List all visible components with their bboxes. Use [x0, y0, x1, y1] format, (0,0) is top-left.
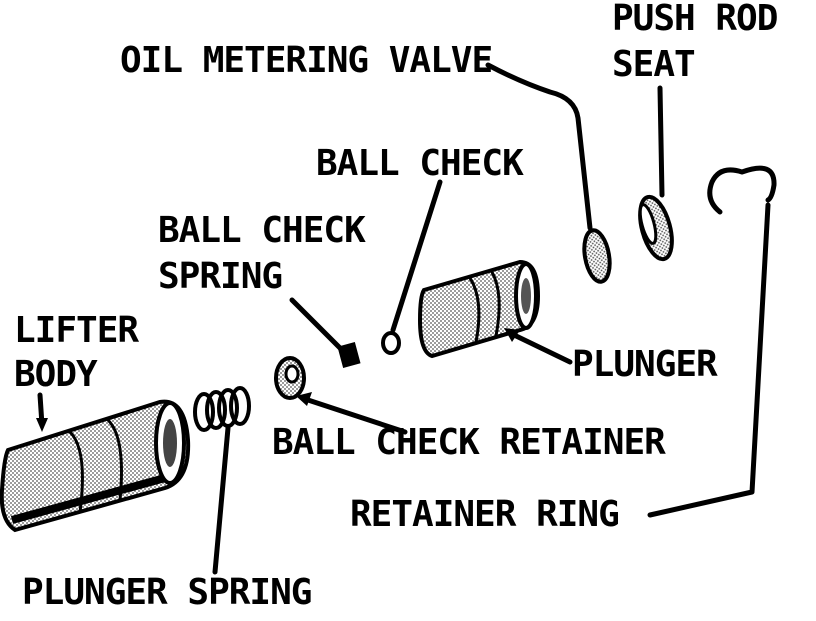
ball-check-part — [381, 331, 401, 355]
ball-check-retainer-part — [274, 356, 306, 400]
ball-check-spring-leader — [289, 297, 343, 351]
label-ball-check-retainer: BALL CHECK RETAINER — [272, 422, 666, 463]
label-body: BODY — [14, 354, 98, 395]
plunger-arrowhead — [504, 328, 520, 342]
oil-metering-valve-leader — [485, 62, 593, 231]
label-plunger: PLUNGER — [572, 344, 718, 385]
label-oil-metering-valve: OIL METERING VALVE — [120, 40, 493, 81]
retainer-ring-part — [707, 165, 777, 215]
oil-metering-valve-part — [582, 228, 612, 284]
plunger-spring-leader — [212, 425, 231, 575]
label-ball-check-spring-line1: BALL CHECK — [158, 210, 366, 251]
push-rod-seat-leader — [657, 85, 665, 198]
push-rod-seat-part — [638, 194, 674, 262]
label-plunger-spring: PLUNGER SPRING — [22, 572, 312, 613]
ball-check-retainer-arrowhead — [296, 392, 312, 406]
lifter-body-part — [0, 399, 191, 533]
lifter-body-arrowhead — [36, 418, 48, 432]
retainer-ring-leader — [647, 202, 771, 518]
plunger-leader — [509, 331, 573, 365]
label-lifter: LIFTER — [14, 310, 139, 351]
label-push-rod: PUSH ROD — [612, 0, 778, 39]
ball-check-leader — [390, 179, 443, 333]
plunger-spring-part — [193, 386, 251, 432]
label-seat: SEAT — [612, 44, 696, 85]
ball-check-retainer-leader — [305, 397, 408, 435]
label-retainer-ring: RETAINER RING — [350, 494, 620, 535]
plunger-part — [417, 259, 541, 359]
label-ball-check-spring-line2: SPRING — [158, 256, 283, 297]
ball-check-spring-part — [337, 342, 361, 368]
label-ball-check: BALL CHECK — [316, 143, 524, 184]
